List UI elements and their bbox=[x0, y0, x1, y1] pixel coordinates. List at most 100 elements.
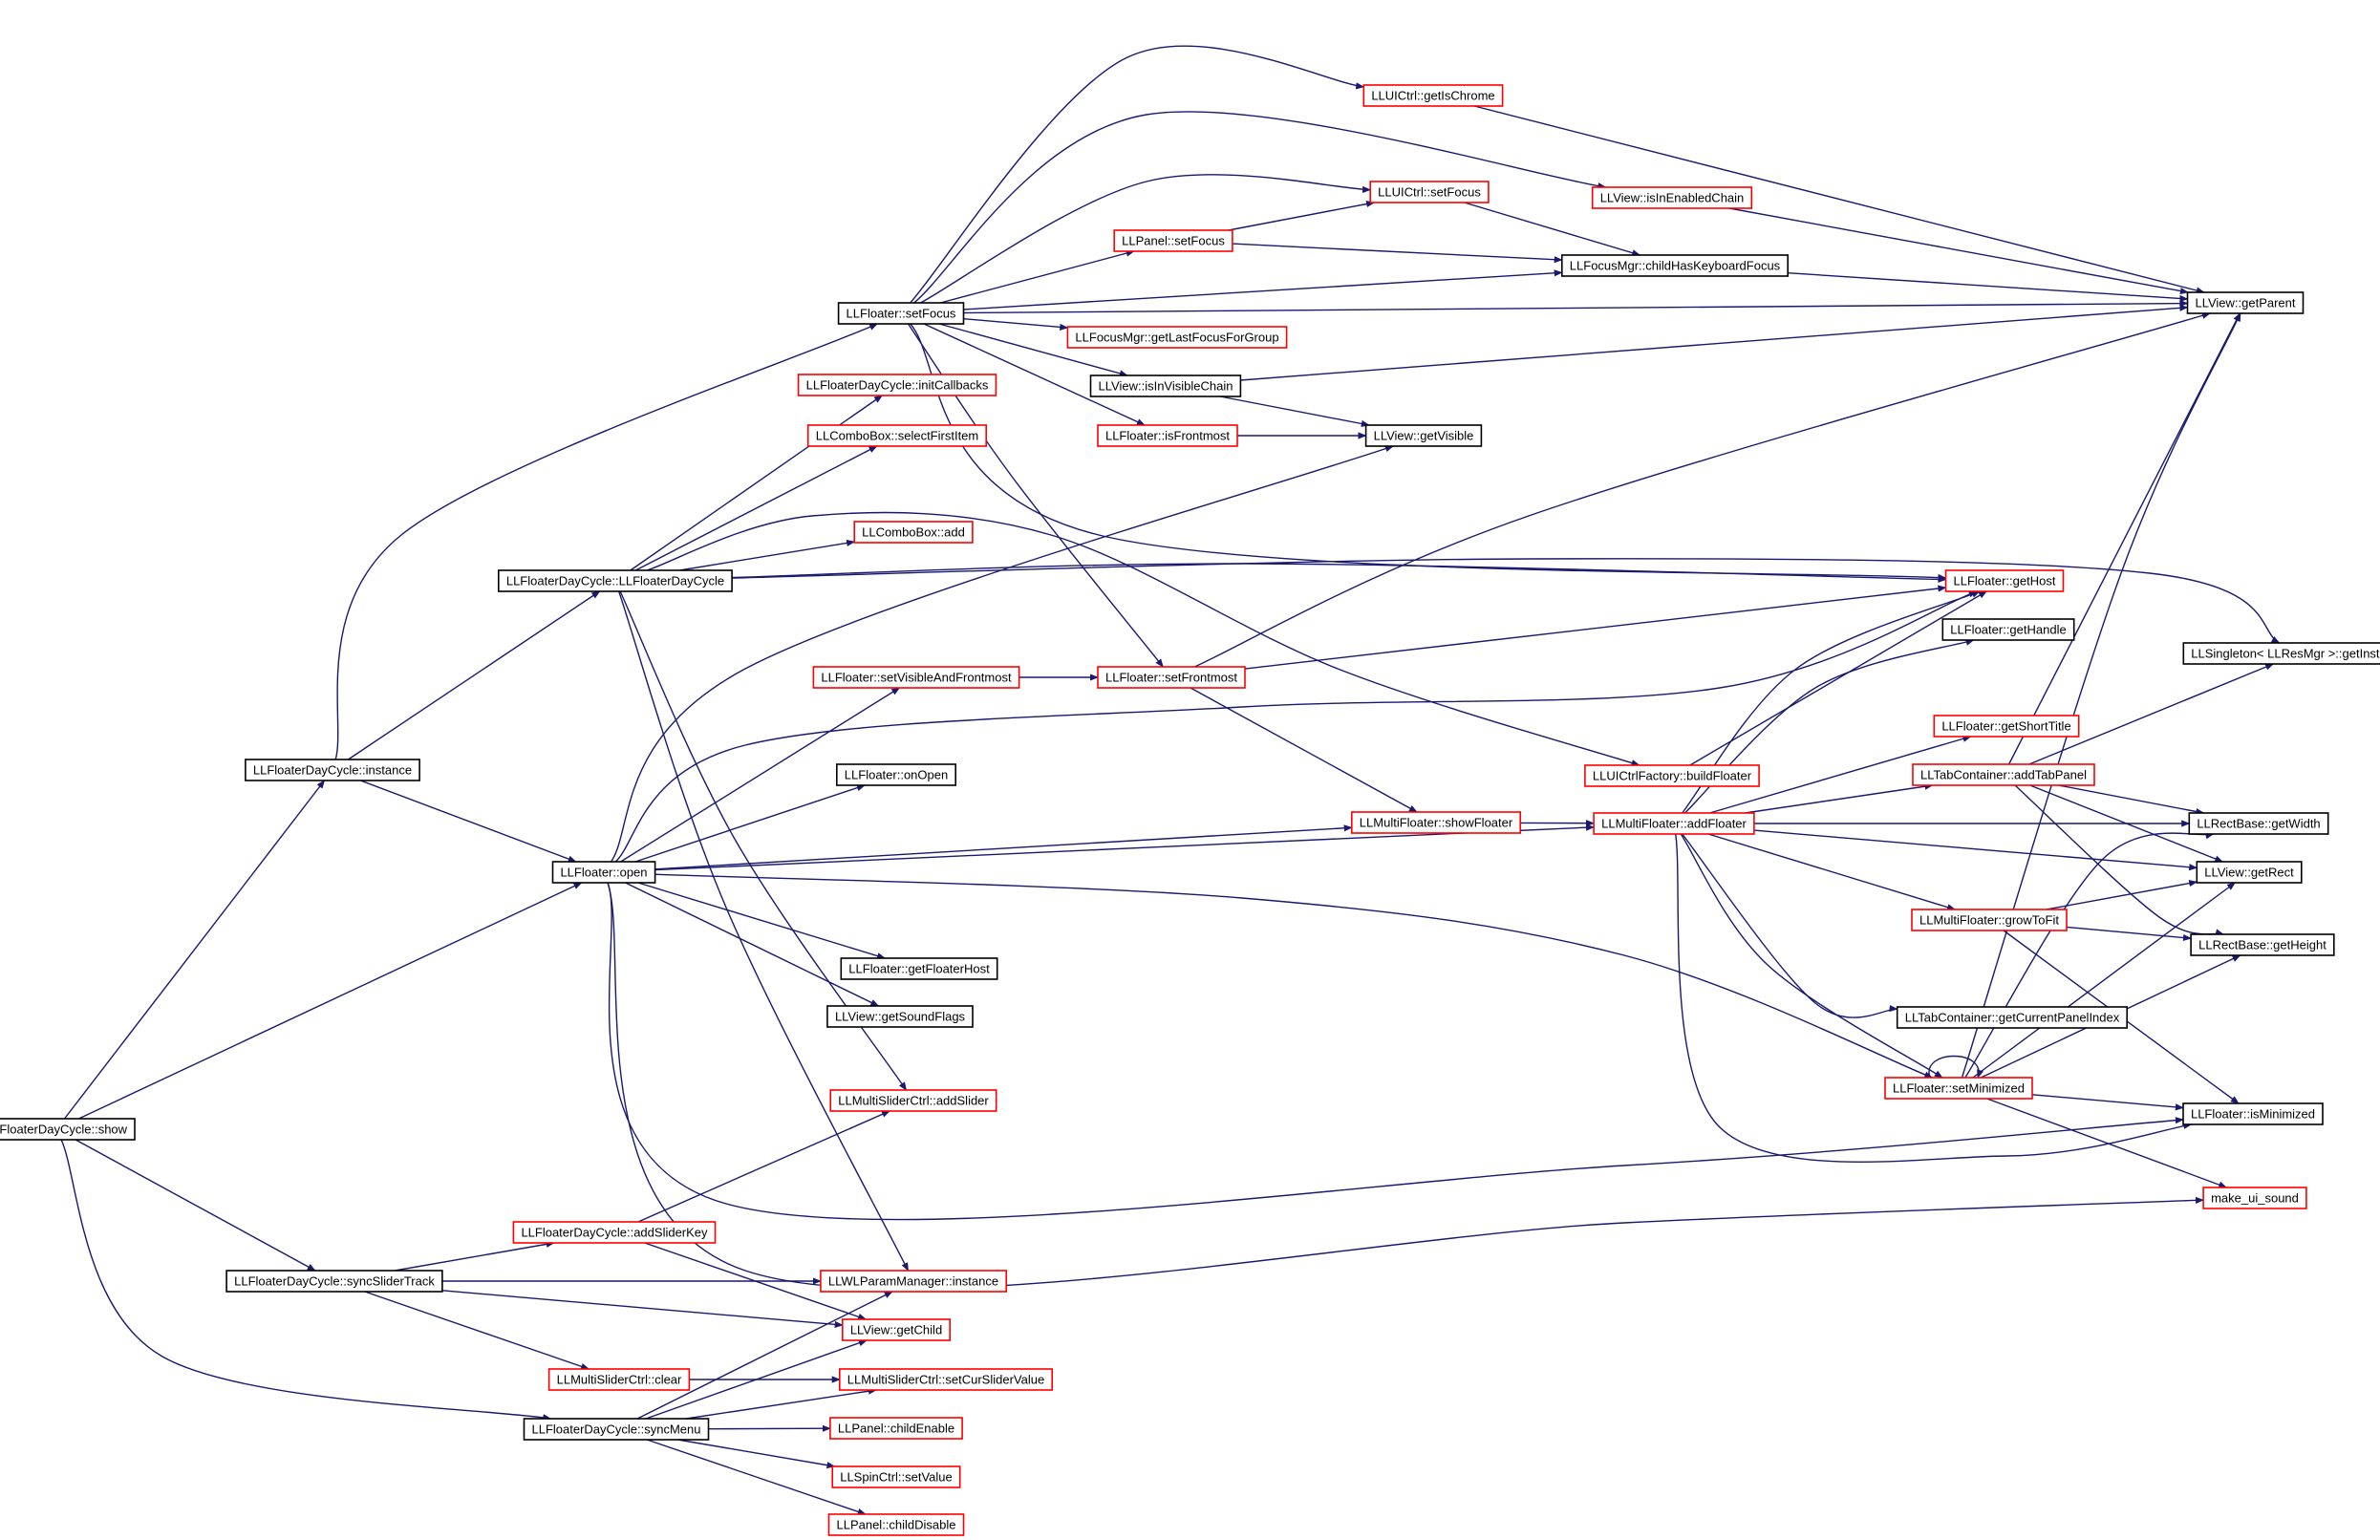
node-label[interactable]: LLFloater::setFrontmost bbox=[1105, 670, 1237, 684]
function-nodes: LLFloaterDayCycle::showLLFloaterDayCycle… bbox=[0, 84, 2380, 1536]
node-setValue[interactable]: LLSpinCtrl::setValue bbox=[831, 1465, 961, 1488]
node-addSlider[interactable]: LLMultiSliderCtrl::addSlider bbox=[829, 1089, 997, 1112]
node-initCallbacks[interactable]: LLFloaterDayCycle::initCallbacks bbox=[797, 374, 997, 396]
node-label[interactable]: LLPanel::childEnable bbox=[838, 1421, 954, 1435]
edge-instance-to-open bbox=[359, 780, 577, 863]
node-box bbox=[1944, 569, 2065, 592]
node-isFrontmost[interactable]: LLFloater::isFrontmost bbox=[1097, 424, 1238, 447]
node-box bbox=[1884, 1077, 2033, 1100]
node-label[interactable]: LLFloater::setMinimized bbox=[1893, 1080, 2025, 1095]
node-label[interactable]: LLPanel::childDisable bbox=[836, 1517, 955, 1531]
node-label: LLRectBase::getWidth bbox=[2197, 816, 2320, 830]
edge-setMinimized-self-loop bbox=[1928, 1055, 1983, 1079]
node-label: LLView::getParent bbox=[2195, 295, 2295, 310]
node-label[interactable]: LLMultiFloater::showFloater bbox=[1360, 815, 1513, 829]
node-addTabPanel[interactable]: LLTabContainer::addTabPanel bbox=[1912, 763, 2095, 786]
node-label[interactable]: LLMultiFloater::addFloater bbox=[1601, 816, 1747, 830]
edge-addSliderKey-to-addSlider bbox=[637, 1110, 890, 1223]
node-label[interactable]: LLMultiSliderCtrl::setCurSliderValue bbox=[847, 1372, 1044, 1386]
node-box bbox=[853, 521, 974, 544]
node-selectFirstItem[interactable]: LLComboBox::selectFirstItem bbox=[806, 424, 988, 447]
node-growToFit[interactable]: LLMultiFloater::growToFit bbox=[1911, 909, 2068, 931]
node-label[interactable]: make_ui_sound bbox=[2211, 1190, 2299, 1205]
edge-open-to-isMinimized bbox=[607, 882, 2184, 1221]
edge-addFloater-to-getCurrentPanelIndex bbox=[1682, 833, 1898, 1018]
node-instance: LLFloaterDayCycle::instance bbox=[245, 759, 420, 781]
node-label[interactable]: LLView::isInEnabledChain bbox=[1600, 190, 1745, 204]
node-isInEnabledChain[interactable]: LLView::isInEnabledChain bbox=[1591, 186, 1753, 209]
node-label[interactable]: LLUICtrlFactory::buildFloater bbox=[1593, 768, 1752, 782]
node-addFloater[interactable]: LLMultiFloater::addFloater bbox=[1593, 812, 1755, 835]
node-label[interactable]: LLFloaterDayCycle::initCallbacks bbox=[806, 377, 989, 392]
edge-addFloater-to-getHandle bbox=[1684, 638, 1975, 814]
node-label[interactable]: LLPanel::setFocus bbox=[1122, 233, 1225, 247]
node-getHeight: LLRectBase::getHeight bbox=[2190, 933, 2335, 956]
node-uiSetFocus[interactable]: LLUICtrl::setFocus bbox=[1369, 181, 1490, 203]
node-getHost[interactable]: LLFloater::getHost bbox=[1944, 569, 2065, 592]
node-getIsChrome[interactable]: LLUICtrl::getIsChrome bbox=[1362, 84, 1504, 107]
node-label: LLView::getRect bbox=[2204, 865, 2294, 879]
node-setVisibleAndFrontmost[interactable]: LLFloater::setVisibleAndFrontmost bbox=[812, 666, 1020, 689]
edge-show-to-syncSliderTrack bbox=[75, 1139, 316, 1272]
node-setMinimized[interactable]: LLFloater::setMinimized bbox=[1884, 1077, 2033, 1100]
node-mscClear[interactable]: LLMultiSliderCtrl::clear bbox=[547, 1368, 691, 1391]
node-box bbox=[1911, 909, 2068, 931]
node-open: LLFloater::open bbox=[551, 861, 656, 884]
edge-open-to-showFloater bbox=[654, 824, 1353, 870]
node-setCurSliderValue[interactable]: LLMultiSliderCtrl::setCurSliderValue bbox=[838, 1368, 1053, 1391]
node-label[interactable]: LLFloater::isFrontmost bbox=[1105, 428, 1230, 442]
node-wlInstance[interactable]: LLWLParamManager::instance bbox=[820, 1270, 1008, 1293]
node-label[interactable]: LLUICtrl::getIsChrome bbox=[1371, 88, 1494, 102]
edge-open-to-makeUiSound bbox=[607, 882, 2204, 1290]
node-childDisable[interactable]: LLPanel::childDisable bbox=[827, 1513, 965, 1536]
node-box bbox=[838, 1368, 1053, 1391]
edge-addSliderKey-to-getChild bbox=[644, 1242, 868, 1320]
edge-show-to-syncMenu bbox=[60, 1139, 552, 1422]
node-setFrontmost[interactable]: LLFloater::setFrontmost bbox=[1097, 666, 1246, 689]
node-label[interactable]: LLComboBox::selectFirstItem bbox=[816, 428, 979, 442]
node-getLastFocusForGroup[interactable]: LLFocusMgr::getLastFocusForGroup bbox=[1066, 326, 1288, 349]
node-box bbox=[1362, 84, 1504, 107]
edge-addFloater-to-getRect bbox=[1753, 829, 2198, 871]
node-label[interactable]: LLMultiSliderCtrl::addSlider bbox=[838, 1093, 989, 1107]
node-label[interactable]: LLTabContainer::addTabPanel bbox=[1920, 767, 2087, 781]
node-label[interactable]: LLWLParamManager::instance bbox=[828, 1273, 998, 1288]
node-label[interactable]: LLFloater::setVisibleAndFrontmost bbox=[821, 670, 1012, 684]
node-makeUiSound[interactable]: make_ui_sound bbox=[2202, 1187, 2307, 1209]
node-buildFloater[interactable]: LLUICtrlFactory::buildFloater bbox=[1584, 764, 1760, 787]
node-box bbox=[840, 957, 998, 980]
node-label[interactable]: LLMultiFloater::growToFit bbox=[1919, 912, 2059, 927]
node-childEnable[interactable]: LLPanel::childEnable bbox=[829, 1417, 963, 1440]
node-label: LLFloater::onOpen bbox=[845, 767, 948, 781]
node-box bbox=[827, 1513, 965, 1536]
node-getVisible: LLView::getVisible bbox=[1364, 424, 1483, 447]
node-box bbox=[1584, 764, 1760, 787]
node-box bbox=[225, 1270, 443, 1293]
node-label[interactable]: LLView::getChild bbox=[850, 1322, 942, 1337]
node-panelSetFocus[interactable]: LLPanel::setFocus bbox=[1113, 229, 1233, 252]
node-label[interactable]: LLFloaterDayCycle::addSliderKey bbox=[521, 1225, 708, 1239]
node-label[interactable]: LLSpinCtrl::setValue bbox=[840, 1469, 953, 1484]
node-label[interactable]: LLMultiSliderCtrl::clear bbox=[557, 1372, 682, 1386]
node-getChild[interactable]: LLView::getChild bbox=[841, 1318, 951, 1341]
node-box bbox=[797, 374, 997, 396]
edge-instance-to-setFocus bbox=[334, 323, 879, 760]
node-getShortTitle[interactable]: LLFloater::getShortTitle bbox=[1933, 715, 2080, 738]
node-label[interactable]: LLUICtrl::setFocus bbox=[1378, 184, 1481, 199]
edge-childHasKeyboardFocus-to-getParent bbox=[1788, 272, 2189, 303]
node-label[interactable]: LLFocusMgr::getLastFocusForGroup bbox=[1075, 330, 1278, 344]
node-showFloater[interactable]: LLMultiFloater::showFloater bbox=[1351, 811, 1522, 834]
node-addSliderKey[interactable]: LLFloaterDayCycle::addSliderKey bbox=[512, 1221, 717, 1244]
node-label[interactable]: LLComboBox::add bbox=[862, 524, 965, 539]
node-label: LLSingleton< LLResMgr >::getInstance bbox=[2191, 646, 2380, 660]
edge-show-to-instance bbox=[63, 780, 326, 1120]
node-label: LLFloaterDayCycle::syncSliderTrack bbox=[234, 1273, 435, 1288]
node-comboAdd[interactable]: LLComboBox::add bbox=[853, 521, 974, 544]
edge-open-to-getVisible bbox=[611, 445, 1394, 863]
node-label[interactable]: LLFloater::getShortTitle bbox=[1941, 718, 2070, 733]
edge-setFocus-to-panelSetFocus bbox=[940, 249, 1135, 304]
node-label[interactable]: LLFloater::getHost bbox=[1954, 573, 2056, 588]
node-getCurrentPanelIndex: LLTabContainer::getCurrentPanelIndex bbox=[1896, 1006, 2128, 1029]
node-box bbox=[1097, 424, 1238, 447]
edge-setMinimized-to-getWidth bbox=[1964, 832, 2215, 1079]
